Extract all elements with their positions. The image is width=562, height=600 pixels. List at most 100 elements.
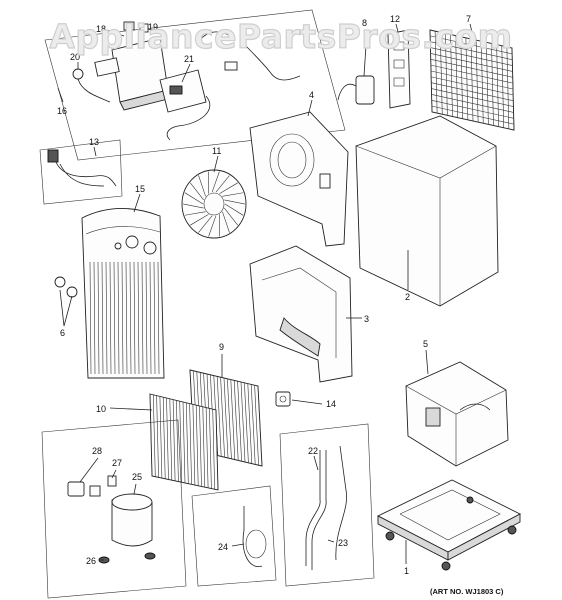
- drawing-line: [250, 384, 256, 465]
- art-number: (ART NO. WJ1803 C): [430, 587, 504, 596]
- drawing-line: [93, 261, 96, 375]
- callout-14: 14: [326, 399, 336, 409]
- callout-16: 16: [57, 106, 67, 116]
- callout-8: 8: [362, 18, 367, 28]
- drawing-line: [113, 261, 116, 375]
- fan-motor: [337, 75, 375, 105]
- drawing-line: [190, 182, 204, 201]
- drawing-line: [198, 215, 213, 233]
- drawing-line: [244, 382, 249, 463]
- drawing-line: [133, 261, 136, 375]
- drawing-line: [184, 211, 206, 216]
- drawing-line: [430, 53, 513, 72]
- callout-26: 26: [86, 556, 96, 566]
- drawing-line: [430, 35, 513, 55]
- water-bucket: [405, 361, 509, 467]
- drawing-line: [198, 175, 206, 197]
- drawing-line: [157, 261, 160, 375]
- drawing-line: [216, 376, 222, 457]
- drain-fitting: [275, 391, 291, 407]
- drawing-line: [145, 261, 148, 375]
- drawing-line: [149, 393, 153, 477]
- callout-labels: 1 2 3 4 5 6 7 8 9 10 11 12 13 14 15 16 1…: [57, 14, 471, 576]
- drawing-line: [227, 378, 232, 459]
- drawing-line: [153, 261, 156, 375]
- drawing-line: [430, 41, 513, 61]
- drawing-line: [109, 261, 112, 375]
- callout-27: 27: [112, 458, 122, 468]
- drawing-line: [430, 70, 514, 90]
- drawing-line: [162, 397, 166, 479]
- drawing-line: [224, 207, 238, 226]
- air-filter: [429, 29, 515, 131]
- drawing-line: [189, 403, 192, 485]
- drawing-line: [199, 405, 202, 487]
- callout-9: 9: [219, 342, 224, 352]
- callout-18: 18: [96, 24, 106, 34]
- drawing-line: [215, 409, 219, 491]
- drawing-line: [211, 171, 220, 193]
- electrical-components-group: [44, 9, 346, 161]
- base-pan: [376, 479, 521, 571]
- drawing-line: [208, 215, 217, 237]
- drawing-line: [105, 261, 108, 375]
- callout-19: 19: [148, 22, 158, 32]
- wire-harness: [39, 139, 123, 205]
- drawing-line: [190, 214, 209, 226]
- drawing-line: [156, 395, 159, 478]
- drawing-line: [224, 203, 244, 216]
- leader-lines: [57, 23, 475, 564]
- callout-22: 22: [308, 446, 318, 456]
- drawing-line: [184, 192, 204, 205]
- drawing-line: [430, 47, 513, 66]
- drawing-line: [212, 409, 215, 490]
- drawing-line: [247, 383, 253, 464]
- drawing-line: [209, 408, 212, 489]
- drawing-line: [172, 399, 176, 481]
- drawing-line: [149, 261, 152, 375]
- drawing-line: [186, 402, 189, 484]
- front-panel: [54, 208, 165, 379]
- bracket: [387, 29, 411, 109]
- drawing-line: [431, 99, 514, 119]
- drawing-line: [202, 406, 206, 488]
- drawing-line: [159, 396, 163, 479]
- callout-20: 20: [70, 52, 80, 62]
- drawing-line: [222, 192, 244, 197]
- drawing-line: [215, 175, 230, 193]
- drawing-line: [233, 380, 239, 461]
- drawing-line: [182, 203, 204, 209]
- drawing-line: [220, 377, 225, 458]
- tubing-group: [279, 423, 375, 587]
- cabinet: [355, 115, 499, 307]
- drawing-line: [240, 381, 246, 463]
- drawing-line: [223, 377, 229, 459]
- drawing-line: [430, 58, 513, 78]
- blower-wheel: [181, 169, 247, 239]
- callout-4: 4: [309, 90, 314, 100]
- callout-2: 2: [405, 292, 410, 302]
- callout-10: 10: [96, 404, 106, 414]
- drawing-line: [431, 88, 514, 107]
- drawing-line: [224, 199, 246, 205]
- base-shroud: [249, 245, 353, 383]
- drawing-line: [431, 111, 515, 131]
- callout-24: 24: [218, 542, 228, 552]
- drawing-line: [237, 381, 242, 462]
- capillary-tube-group: [191, 485, 277, 587]
- drawing-line: [117, 261, 120, 375]
- drawing-line: [431, 82, 514, 102]
- drawing-line: [192, 404, 196, 486]
- drawing-line: [182, 401, 186, 484]
- callout-11: 11: [212, 146, 221, 156]
- callout-7: 7: [466, 14, 471, 24]
- drawing-line: [257, 385, 263, 467]
- drawing-line: [121, 261, 124, 375]
- drawing-line: [129, 261, 132, 375]
- drawing-line: [222, 211, 230, 233]
- drawing-line: [169, 398, 173, 481]
- callout-21: 21: [184, 54, 194, 64]
- drawing-line: [125, 261, 128, 375]
- callout-28: 28: [92, 446, 102, 456]
- callout-15: 15: [135, 184, 145, 194]
